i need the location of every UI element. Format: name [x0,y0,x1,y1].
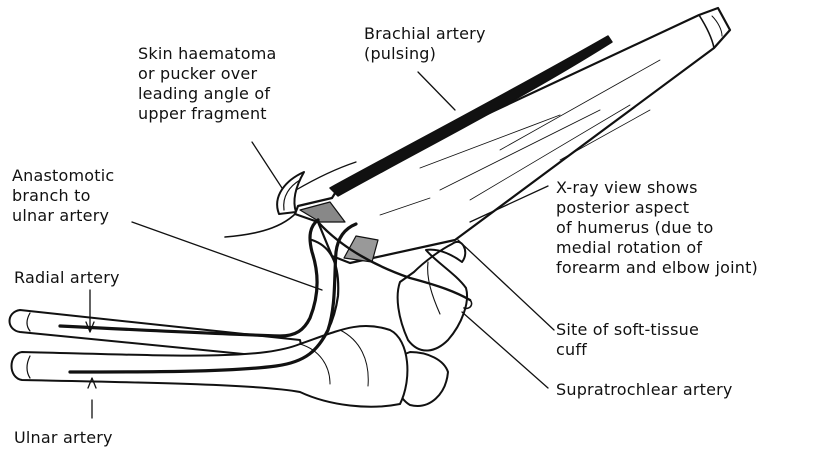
leader-skin-haematoma [252,142,282,188]
leader-brachial-artery [418,72,455,110]
leader-soft-tissue [458,240,554,330]
label-xray-view: X-ray view shows posterior aspect of hum… [556,178,758,278]
label-ulnar-artery: Ulnar artery [14,428,113,448]
label-supratrochlear-artery: Supratrochlear artery [556,380,733,400]
leader-anastomotic [132,222,322,290]
skin-contour [225,206,302,237]
label-radial-artery: Radial artery [14,268,120,288]
label-soft-tissue-cuff: Site of soft-tissue cuff [556,320,699,360]
label-brachial-artery: Brachial artery (pulsing) [364,24,486,64]
label-skin-haematoma: Skin haematoma or pucker over leading an… [138,44,277,124]
leader-supratrochlear [462,312,548,388]
label-anastomotic-branch: Anastomotic branch to ulnar artery [12,166,114,226]
